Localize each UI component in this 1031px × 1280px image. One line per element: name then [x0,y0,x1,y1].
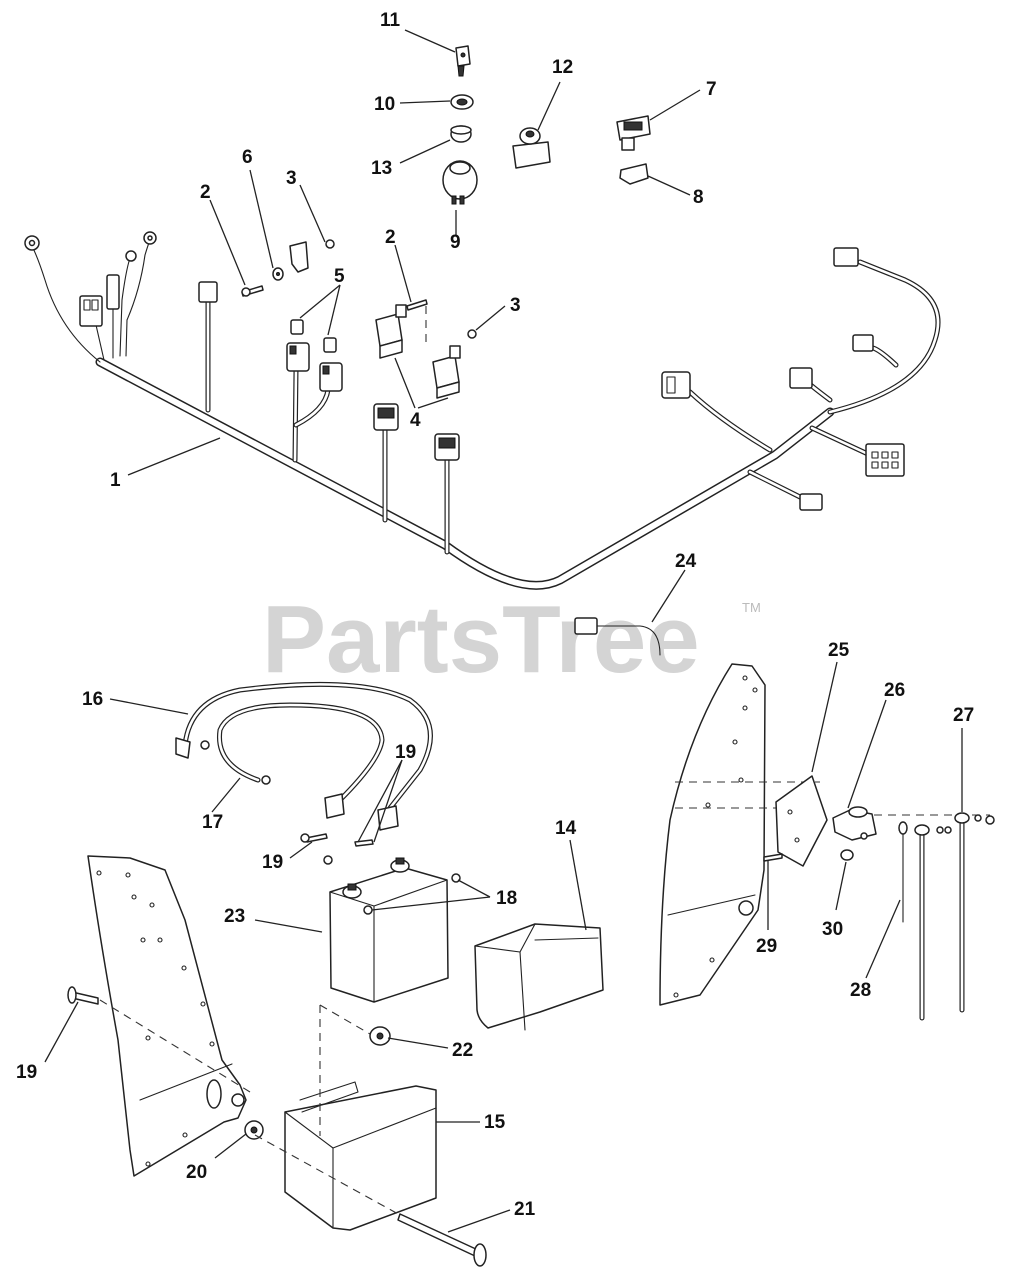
callout-3: 3 [286,168,297,189]
watermark-text: PartsTree [262,586,700,693]
callout-3: 3 [510,295,521,316]
relay-4-upper [375,299,428,359]
callout-12: 12 [552,57,573,78]
callout-2: 2 [385,227,396,248]
callout-labels: 1 2 6 3 5 2 3 4 11 10 13 12 7 8 9 24 16 … [16,10,974,1220]
nut-10 [450,94,474,110]
callout-5: 5 [334,266,345,287]
callout-28: 28 [850,980,871,1001]
callout-16: 16 [82,689,103,710]
callout-26: 26 [884,680,905,701]
battery-hold-down-14 [474,923,604,1031]
bracket-plate-right [659,663,766,1006]
callout-19: 19 [16,1062,37,1083]
callout-1: 1 [110,470,121,491]
callout-21: 21 [514,1199,536,1220]
switch-7 [616,115,651,151]
callout-19: 19 [262,852,283,873]
nut-30 [840,849,854,861]
washer-6 [272,267,284,281]
callout-27: 27 [953,705,974,726]
callout-11: 11 [380,10,401,31]
cable-28 [898,821,952,1021]
wire-lead-24 [574,617,661,656]
solenoid-bracket-25 [775,775,828,867]
pto-switch-12 [512,127,551,169]
terminal-nuts-18 [363,873,461,915]
leader-lines [44,29,963,1233]
callout-30: 30 [822,919,843,940]
callout-17: 17 [202,812,223,833]
callout-9: 9 [450,232,461,253]
clip-8 [619,163,649,185]
callout-22: 22 [452,1040,473,1061]
battery-tray-15 [284,1081,437,1231]
relay-4-lower [432,329,477,399]
battery-hardware-19 [300,833,374,865]
callout-10: 10 [374,94,395,115]
nut-22 [369,1026,391,1046]
callout-29: 29 [756,936,777,957]
bracket-plate-left [87,855,247,1177]
callout-25: 25 [828,640,850,661]
nut-20 [244,1120,264,1140]
fastener-2-left [241,285,264,297]
battery-23 [329,857,449,1003]
screw-29 [763,853,783,862]
cable-27 [954,812,995,1013]
callout-2: 2 [200,182,211,203]
callout-7: 7 [706,79,717,100]
callout-19: 19 [395,742,416,763]
bolt-21 [397,1213,487,1267]
callout-13: 13 [371,158,392,179]
battery-cable-17 [216,702,385,819]
callout-20: 20 [186,1162,207,1183]
callout-6: 6 [242,147,253,168]
wire-harness [24,231,941,590]
callout-15: 15 [484,1112,506,1133]
callout-14: 14 [555,818,577,839]
callout-4: 4 [410,410,421,431]
watermark-trademark: TM [742,600,761,615]
callout-8: 8 [693,187,704,208]
ignition-switch-9 [442,160,478,205]
solenoid-26 [832,806,877,841]
callout-24: 24 [675,551,697,572]
callout-18: 18 [496,888,517,909]
callout-23: 23 [224,906,245,927]
bolt-19-left [67,986,99,1005]
watermark: PartsTree TM [262,586,761,693]
battery-cable-16 [175,681,433,831]
mount-bracket-3 [289,239,335,273]
bushing-13 [450,125,472,143]
key-11 [455,45,471,77]
